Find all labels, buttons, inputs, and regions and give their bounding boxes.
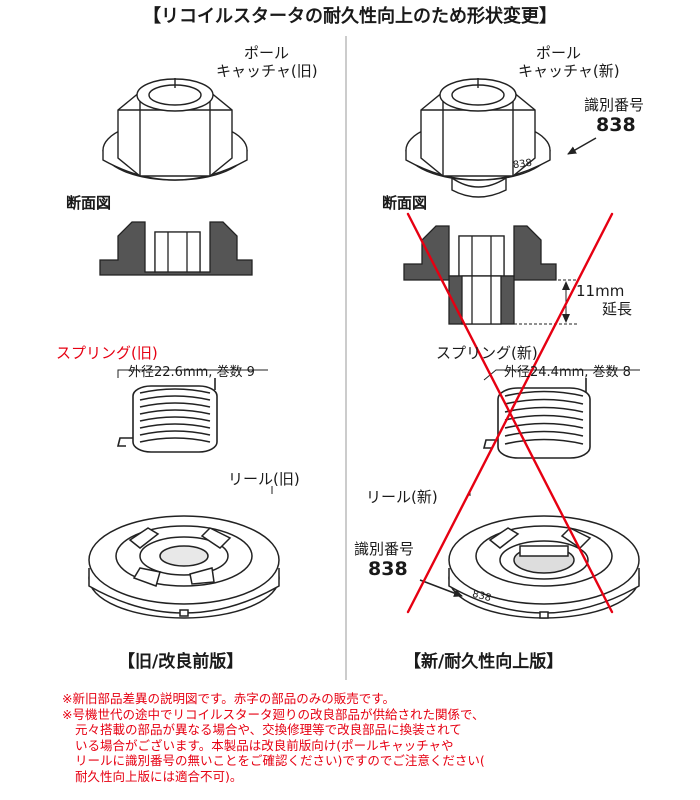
section-new-drawing: [403, 225, 557, 325]
old-spring-spec: 外径22.6mm, 巻数 9: [128, 365, 255, 380]
old-version-caption: 【旧/改良前版】: [118, 652, 244, 672]
new-spring-label: スプリング(新): [436, 344, 538, 362]
old-reel-label: リール(旧): [228, 470, 300, 488]
section-old-drawing: [99, 221, 253, 276]
new-version-caption: 【新/耐久性向上版】: [404, 652, 564, 672]
reel-new-drawing: [448, 515, 640, 619]
new-reel-id-number: 838: [368, 558, 408, 580]
new-catcher-label-line1: ポール: [536, 44, 582, 62]
notes-block: ※新旧部品差異の説明図です。赤字の部品のみの販売です。 ※号機世代の途中でリコイ…: [62, 691, 682, 784]
spring-new-drawing: [482, 378, 591, 459]
old-catcher-label-line2: キャッチャ(旧): [216, 62, 318, 80]
new-reel-id-label: 識別番号: [354, 540, 415, 558]
extension-dimension: [514, 279, 578, 325]
catcher-id-arrow: [567, 137, 597, 155]
cancel-cross-mark: [406, 212, 614, 614]
extension-label: 延長: [602, 300, 633, 318]
note-line: いる場合がございます。本製品は改良前版向け(ポールキャッチャや: [75, 737, 454, 753]
note-line: 元々搭載の部品が異なる場合や、交換修理等で改良部品に換装されて: [75, 722, 462, 737]
reel-old-drawing: [88, 515, 280, 619]
note-line: リールに識別番号の無いことをご確認ください)ですのでご注意ください(: [75, 753, 485, 768]
pole-catcher-new-drawing: [405, 78, 551, 198]
old-catcher-label-line1: ポール: [244, 44, 290, 62]
new-catcher-label-line2: キャッチャ(新): [518, 62, 620, 80]
new-catcher-id-label: 識別番号: [584, 96, 645, 114]
old-section-label: 断面図: [66, 194, 112, 212]
pole-catcher-old-drawing: [102, 78, 248, 181]
new-reel-label: リール(新): [366, 488, 438, 506]
note-line: 耐久性向上版には適合不可)。: [75, 768, 243, 784]
extension-length: 11mm: [576, 282, 625, 300]
spring-old-drawing: [116, 378, 218, 453]
note-line: ※号機世代の途中でリコイルスタータ廻りの改良部品が供給された関係で、: [62, 706, 485, 722]
new-catcher-id-number: 838: [596, 114, 636, 136]
new-section-label: 断面図: [382, 194, 428, 212]
reel-id-arrow: [419, 579, 463, 597]
page-title: 【リコイルスタータの耐久性向上のため形状変更】: [143, 6, 557, 27]
old-spring-label: スプリング(旧): [56, 344, 158, 362]
note-line: ※新旧部品差異の説明図です。赤字の部品のみの販売です。: [62, 691, 395, 706]
new-spring-spec: 外径24.4mm, 巻数 8: [504, 365, 631, 380]
